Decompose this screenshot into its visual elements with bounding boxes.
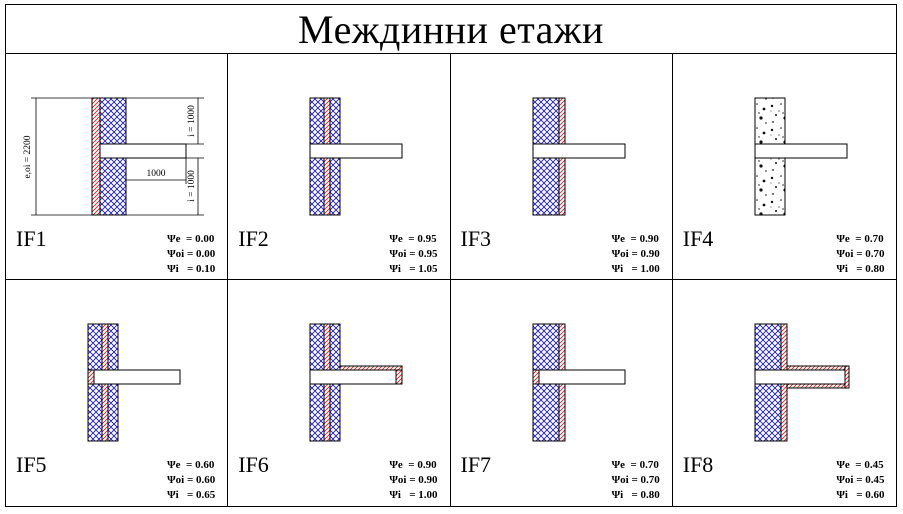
detail-drawing-if2 bbox=[309, 97, 403, 216]
detail-drawing-if7 bbox=[532, 323, 625, 441]
psi-e: Ψe = 0.70 bbox=[611, 458, 659, 471]
detail-label: IF4 bbox=[682, 226, 714, 251]
psi-oi: Ψoi = 0.70 bbox=[836, 248, 885, 260]
slab-top-layer bbox=[786, 365, 848, 370]
dim-text-bottom: i = 1000 bbox=[187, 170, 197, 202]
detail-drawing-if3 bbox=[532, 97, 625, 216]
psi-oi: Ψoi = 0.00 bbox=[167, 248, 216, 260]
slab-top-layer bbox=[339, 365, 403, 370]
psi-oi: Ψoi = 0.95 bbox=[389, 248, 438, 260]
slab-edge-insulation bbox=[87, 369, 95, 384]
detail-label: IF1 bbox=[16, 226, 47, 251]
detail-label: IF6 bbox=[238, 451, 269, 477]
psi-oi: Ψoi = 0.45 bbox=[836, 473, 885, 486]
slab-end-layer bbox=[395, 369, 403, 384]
detail-label: IF7 bbox=[460, 451, 492, 477]
slab-end-layer bbox=[844, 365, 850, 388]
psi-e: Ψe = 0.70 bbox=[836, 233, 884, 245]
psi-i: Ψi = 0.10 bbox=[167, 263, 216, 275]
floor-slab bbox=[532, 143, 625, 159]
psi-i: Ψi = 0.80 bbox=[611, 488, 660, 501]
floor-slab bbox=[754, 369, 848, 384]
psi-oi: Ψoi = 0.90 bbox=[611, 248, 660, 260]
detail-drawing-if8 bbox=[754, 323, 850, 441]
slab-edge-insulation bbox=[532, 369, 539, 384]
dim-text-top: i = 1000 bbox=[187, 105, 197, 137]
detail-label: IF8 bbox=[682, 451, 714, 477]
psi-i: Ψi = 1.05 bbox=[389, 263, 438, 275]
detail-drawing-if4 bbox=[754, 97, 848, 216]
dim-text-height: e,oi = 2200 bbox=[23, 135, 33, 178]
page-title: Междинни етажи bbox=[298, 7, 604, 52]
psi-oi: Ψoi = 0.60 bbox=[167, 473, 216, 486]
dim-text-slab: 1000 bbox=[147, 169, 166, 179]
detail-drawing-if5 bbox=[87, 323, 181, 441]
psi-e: Ψe = 0.95 bbox=[389, 233, 437, 245]
floor-slab bbox=[309, 143, 403, 159]
detail-label: IF5 bbox=[16, 451, 47, 477]
psi-i: Ψi = 0.80 bbox=[836, 263, 885, 275]
psi-e: Ψe = 0.90 bbox=[611, 233, 659, 245]
detail-drawing-if6 bbox=[309, 323, 403, 441]
psi-oi: Ψoi = 0.70 bbox=[611, 473, 660, 486]
psi-i: Ψi = 1.00 bbox=[389, 488, 438, 501]
floor-slab bbox=[99, 143, 187, 159]
psi-i: Ψi = 1.00 bbox=[611, 263, 660, 275]
detail-label: IF2 bbox=[238, 226, 269, 251]
floor-slab bbox=[93, 369, 181, 384]
psi-oi: Ψoi = 0.90 bbox=[389, 473, 438, 486]
thermal-layer bbox=[91, 97, 101, 216]
floor-slab bbox=[754, 143, 848, 159]
diagram-frame: Междинни етажи e,oi = 2200 i = 1000 i = 10… bbox=[5, 4, 897, 507]
title-bar: Междинни етажи bbox=[6, 5, 896, 54]
psi-e: Ψe = 0.90 bbox=[389, 458, 437, 471]
psi-e: Ψe = 0.60 bbox=[167, 458, 215, 471]
psi-e: Ψe = 0.00 bbox=[167, 233, 215, 245]
slab-bottom-layer bbox=[786, 383, 848, 388]
floor-slab bbox=[538, 369, 625, 384]
psi-i: Ψi = 0.60 bbox=[836, 488, 885, 501]
psi-e: Ψe = 0.45 bbox=[836, 458, 884, 471]
floor-slab bbox=[309, 369, 403, 384]
detail-drawing-if1: e,oi = 2200 i = 1000 i = 1000 1000 bbox=[23, 97, 204, 216]
detail-label: IF3 bbox=[460, 226, 492, 251]
psi-i: Ψi = 0.65 bbox=[167, 488, 216, 501]
